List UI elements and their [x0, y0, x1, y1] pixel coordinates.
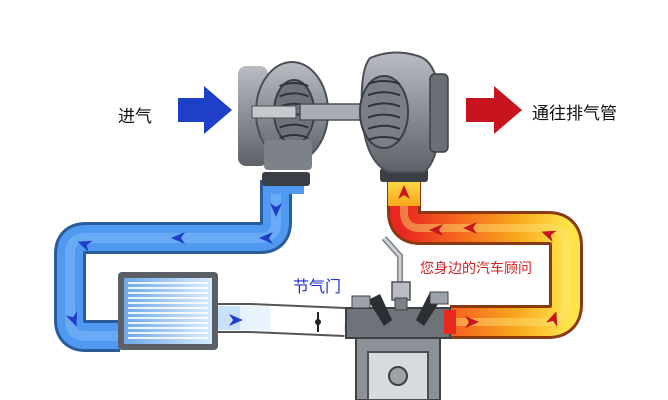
- chevron-arrow-icon: [171, 232, 185, 244]
- chevron-arrow-icon: [229, 314, 243, 326]
- chevron-arrow-icon: [398, 185, 410, 199]
- compressor-outlet-flange: [262, 172, 310, 186]
- chevron-arrow-icon: [270, 203, 282, 217]
- turbocharger: [238, 51, 449, 173]
- intake-label: 进气: [118, 107, 152, 127]
- chevron-arrow-icon: [65, 311, 78, 327]
- flow-arrows: [65, 185, 558, 328]
- engine-cylinder: [345, 291, 451, 400]
- chevron-arrow-icon: [541, 230, 557, 243]
- chevron-arrow-icon: [77, 240, 93, 253]
- chevron-arrow-icon: [545, 311, 558, 327]
- chevron-arrow-icon: [463, 222, 477, 234]
- exhaust-pipe: [387, 176, 583, 339]
- chevron-arrow-icon: [259, 232, 273, 244]
- spark-plug: [381, 236, 411, 311]
- intercooler: [118, 272, 218, 350]
- right-arrow-icon: [178, 86, 232, 134]
- throttle-label: 节气门: [293, 277, 342, 296]
- watermark-text: 您身边的汽车顾问: [420, 261, 532, 277]
- intake-pipe: [54, 180, 346, 352]
- exhaust-label: 通往排气管: [532, 104, 617, 124]
- chevron-arrow-icon: [429, 224, 443, 236]
- right-arrow-icon: [466, 86, 522, 134]
- chevron-arrow-icon: [465, 316, 479, 328]
- throttle-valve: [315, 312, 321, 332]
